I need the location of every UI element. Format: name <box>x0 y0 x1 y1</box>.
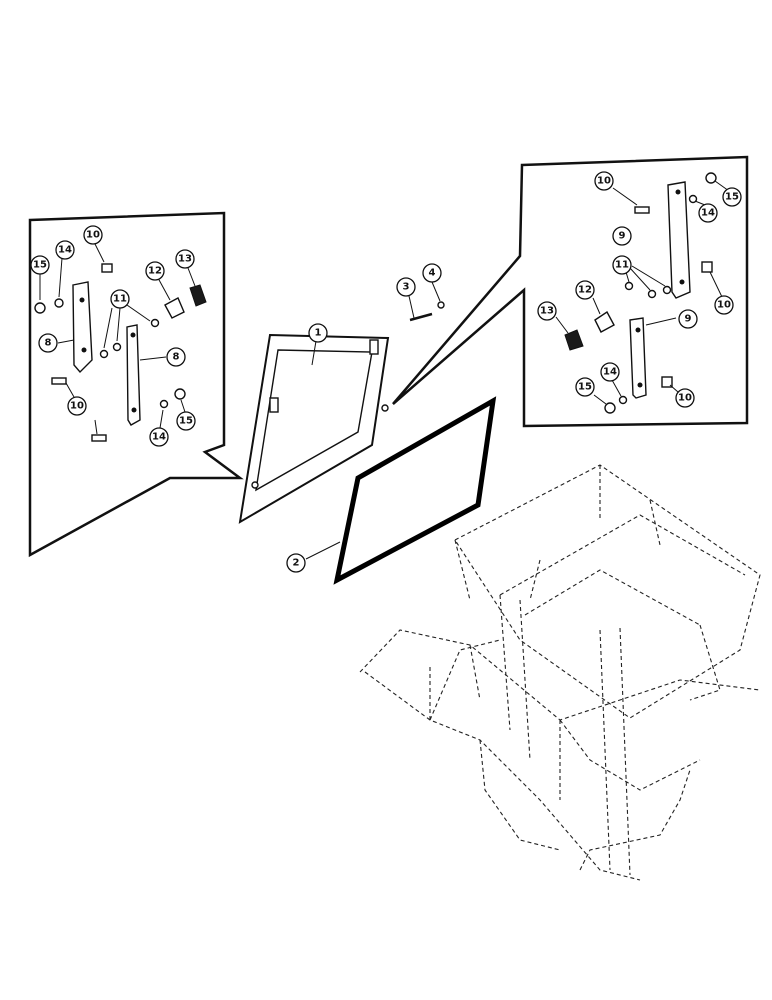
svg-text:8: 8 <box>173 352 180 363</box>
callout-m-3: 3 <box>396 277 416 297</box>
callout-rp-10a: 10 <box>594 171 614 191</box>
nut-15b <box>174 388 186 400</box>
svg-text:8: 8 <box>45 338 52 349</box>
window-frame-1 <box>238 333 390 524</box>
glass-pane-2 <box>333 396 497 585</box>
cab-outline-phantom <box>359 464 761 881</box>
bolt-10 <box>101 263 113 273</box>
svg-text:1: 1 <box>315 328 322 339</box>
svg-text:13: 13 <box>540 306 554 317</box>
nut-15-r1 <box>705 172 717 184</box>
svg-text:12: 12 <box>578 285 592 296</box>
callout-lp-12: 12 <box>145 261 165 281</box>
washer-14-r1 <box>688 194 698 204</box>
pin-3 <box>409 312 433 322</box>
svg-text:12: 12 <box>148 266 162 277</box>
callout-rp-12: 12 <box>575 280 595 300</box>
callout-lp-11: 11 <box>110 289 130 309</box>
hinge-strap-9-upper <box>667 181 691 299</box>
callout-rp-14b: 14 <box>600 362 620 382</box>
svg-text:15: 15 <box>179 416 193 427</box>
callout-rp-11: 11 <box>612 255 632 275</box>
knob-13 <box>189 284 207 307</box>
callout-m-4: 4 <box>422 263 442 283</box>
svg-text:2: 2 <box>293 558 300 569</box>
bolt-10c <box>91 434 107 442</box>
callout-rp-14a: 14 <box>698 203 718 223</box>
washer-11b <box>112 342 122 352</box>
svg-text:11: 11 <box>615 260 629 271</box>
svg-text:4: 4 <box>429 268 436 279</box>
bolt-10b <box>51 377 67 385</box>
catch-12-r <box>594 310 615 333</box>
callout-lp-8b: 8 <box>166 347 186 367</box>
svg-text:10: 10 <box>597 176 611 187</box>
knob-13-r <box>564 329 584 351</box>
callout-rp-15b: 15 <box>575 377 595 397</box>
washer-14b <box>159 399 169 409</box>
svg-text:3: 3 <box>403 282 410 293</box>
callout-rp-10c: 10 <box>675 388 695 408</box>
callout-lp-15: 15 <box>30 255 50 275</box>
svg-text:14: 14 <box>603 367 617 378</box>
svg-text:15: 15 <box>33 260 47 271</box>
washer-11-r1 <box>624 281 634 291</box>
svg-text:9: 9 <box>619 231 626 242</box>
hinge-strap-8-left <box>72 281 93 374</box>
clip-4 <box>437 301 445 309</box>
nut-15 <box>34 302 46 314</box>
svg-text:10: 10 <box>70 401 84 412</box>
washer-11c <box>150 318 160 328</box>
callout-rp-9b: 9 <box>678 309 698 329</box>
svg-text:9: 9 <box>685 314 692 325</box>
svg-text:14: 14 <box>58 245 72 256</box>
washer-14-r2 <box>618 395 628 405</box>
svg-text:13: 13 <box>178 254 192 265</box>
callout-lp-15b: 15 <box>176 411 196 431</box>
svg-text:10: 10 <box>678 393 692 404</box>
svg-text:10: 10 <box>717 300 731 311</box>
left-detail-panel <box>28 211 244 558</box>
svg-text:10: 10 <box>86 230 100 241</box>
bolt-10-r2 <box>701 261 713 273</box>
svg-text:14: 14 <box>152 432 166 443</box>
washer-11a <box>99 349 109 359</box>
svg-text:14: 14 <box>701 208 715 219</box>
right-detail-panel <box>392 155 749 428</box>
callout-m-2: 2 <box>286 553 306 573</box>
bolt-10-r3 <box>661 376 673 388</box>
callout-rp-13: 13 <box>537 301 557 321</box>
leader-lines <box>39 180 730 560</box>
washer-14 <box>54 298 64 308</box>
svg-text:11: 11 <box>113 294 127 305</box>
callout-rp-15a: 15 <box>722 187 742 207</box>
callout-lp-14b: 14 <box>149 427 169 447</box>
callout-lp-8a: 8 <box>38 333 58 353</box>
callout-m-1: 1 <box>308 323 328 343</box>
catch-12 <box>164 297 185 319</box>
nut-15-r2 <box>604 402 616 414</box>
svg-text:15: 15 <box>725 192 739 203</box>
callout-lp-10b: 10 <box>67 396 87 416</box>
callouts: 15 14 10 12 13 11 8 8 10 14 15 10 14 15 … <box>30 171 742 573</box>
callout-lp-10a: 10 <box>83 225 103 245</box>
callout-rp-10b: 10 <box>714 295 734 315</box>
callout-rp-9a: 9 <box>612 226 632 246</box>
bolt-10-r1 <box>634 206 650 214</box>
hinge-strap-9-lower <box>629 317 647 399</box>
svg-text:15: 15 <box>578 382 592 393</box>
washer-11-r2 <box>647 289 657 299</box>
callout-lp-14: 14 <box>55 240 75 260</box>
hinge-strap-8-right <box>126 324 141 426</box>
callout-lp-13: 13 <box>175 249 195 269</box>
washer-11-r3 <box>662 285 672 295</box>
